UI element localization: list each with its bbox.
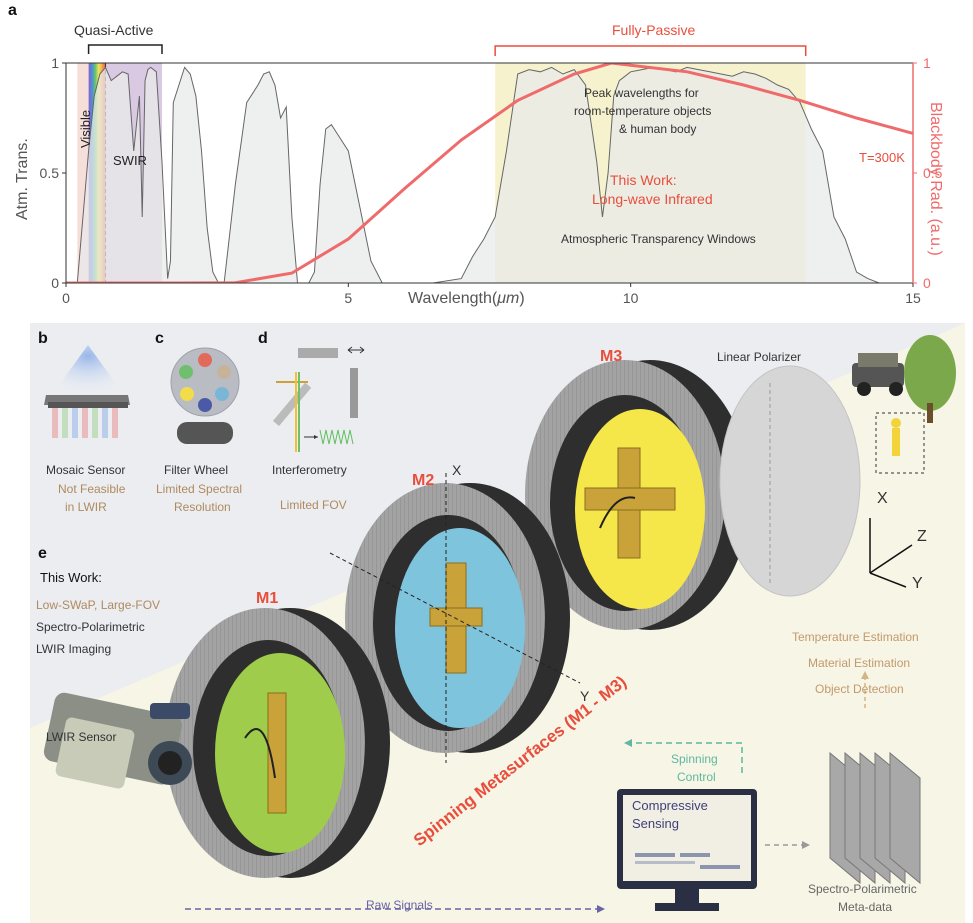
xyz-axes bbox=[869, 518, 913, 588]
x-tick-label: 10 bbox=[623, 290, 639, 306]
mosaic-sensor-note-line2: in LWIR bbox=[65, 500, 107, 514]
lwir-camera bbox=[43, 692, 192, 789]
panel-a-letter: a bbox=[8, 2, 17, 19]
axis-y-label: Y bbox=[912, 575, 923, 592]
axis-z-label: Z bbox=[917, 528, 927, 545]
m2-axis-x-label: X bbox=[452, 462, 462, 478]
this-work-heading: This Work: bbox=[40, 570, 102, 585]
this-work-feature1: Low-SWaP, Large-FOV bbox=[36, 598, 161, 612]
m2-label: M2 bbox=[412, 472, 435, 489]
spinning-control-line1: Spinning bbox=[671, 752, 718, 766]
uv-band bbox=[77, 63, 89, 283]
metadata-label-line2: Meta-data bbox=[838, 900, 893, 914]
this-work-line1: This Work: bbox=[610, 172, 677, 188]
x-tick-label: 15 bbox=[905, 290, 921, 306]
peak-wavelength-line1: Peak wavelengths for bbox=[584, 86, 699, 100]
lwir-sensor-label: LWIR Sensor bbox=[46, 730, 117, 744]
mosaic-sensor-note-line1: Not Feasible bbox=[58, 482, 126, 496]
panel-c-letter: c bbox=[155, 330, 164, 347]
y-axis-left-label: Atm. Trans. bbox=[14, 138, 31, 220]
y-left-tick-label: 0.5 bbox=[40, 165, 60, 181]
spinning-control-line2: Control bbox=[677, 770, 716, 784]
filter-wheel-illustration bbox=[170, 347, 240, 444]
material-estimation-label: Material Estimation bbox=[808, 656, 911, 670]
swir-band-label: SWIR bbox=[113, 153, 147, 168]
fully-passive-bracket bbox=[494, 45, 807, 56]
linear-polarizer-label: Linear Polarizer bbox=[717, 350, 802, 364]
y-right-tick-label: 1 bbox=[923, 55, 931, 71]
metadata-label-line1: Spectro-Polarimetric bbox=[808, 882, 917, 896]
panel-b-letter: b bbox=[38, 330, 48, 347]
y-right-tick-label: 0 bbox=[923, 275, 931, 291]
axis-x-label: X bbox=[877, 490, 888, 507]
transmission-line bbox=[76, 66, 913, 283]
m3-label: M3 bbox=[600, 348, 623, 365]
x-axis-label-unit: μm bbox=[497, 290, 520, 307]
x-tick-label: 0 bbox=[62, 290, 70, 306]
interferometry-illustration bbox=[272, 346, 365, 452]
mosaic-sensor-title: Mosaic Sensor bbox=[46, 463, 126, 477]
peak-wavelength-line3: & human body bbox=[619, 122, 697, 136]
filter-wheel-title: Filter Wheel bbox=[164, 463, 229, 477]
y-right-tick-label: 0.5 bbox=[923, 165, 943, 181]
y-left-tick-label: 1 bbox=[51, 55, 59, 71]
panel-d-letter: d bbox=[258, 330, 268, 347]
interferometry-note: Limited FOV bbox=[280, 498, 347, 512]
this-work-feature2: Spectro-Polarimetric bbox=[36, 620, 145, 634]
metasurface-m1 bbox=[165, 608, 390, 878]
metadata-stack bbox=[829, 751, 921, 885]
transmission-area bbox=[77, 67, 913, 283]
compressive-sensing-line2: Sensing bbox=[632, 816, 679, 831]
object-detection-label: Object Detection bbox=[815, 682, 904, 696]
transparency-windows-label: Atmospheric Transparency Windows bbox=[561, 232, 756, 246]
peak-wavelength-line2: room-temperature objects bbox=[574, 104, 712, 118]
visible-band-label: Visible bbox=[78, 109, 93, 148]
x-tick-label: 5 bbox=[344, 290, 352, 306]
compressive-sensing-monitor bbox=[617, 789, 757, 911]
x-axis-label-prefix: Wavelength( bbox=[408, 290, 498, 307]
x-axis-label-suffix: ) bbox=[519, 290, 525, 307]
metasurfaces-illustration bbox=[43, 335, 956, 913]
metasurface-m2 bbox=[329, 473, 581, 763]
spinning-control-arrow bbox=[630, 742, 743, 773]
temperature-estimation-label: Temperature Estimation bbox=[792, 630, 919, 644]
mosaic-sensor-illustration bbox=[44, 345, 130, 438]
y-axis-right-label: Blackbody Rad. (a.u.) bbox=[927, 102, 944, 256]
filter-wheel-note-line2: Resolution bbox=[174, 500, 231, 514]
m2-axis-y-label: Y bbox=[580, 688, 590, 704]
m1-label: M1 bbox=[256, 590, 279, 607]
quasi-active-bracket bbox=[87, 44, 163, 54]
panel-e-letter: e bbox=[38, 545, 47, 562]
linear-polarizer bbox=[719, 365, 861, 597]
this-work-line2: Long-wave Infrared bbox=[592, 191, 713, 207]
filter-wheel-note-line1: Limited Spectral bbox=[156, 482, 243, 496]
scene-objects bbox=[852, 335, 956, 474]
x-axis-label: Wavelength(μm) bbox=[408, 290, 525, 308]
this-work-feature3: LWIR Imaging bbox=[36, 642, 112, 656]
raw-signals-label: Raw Signals bbox=[366, 898, 433, 912]
quasi-active-label: Quasi-Active bbox=[74, 22, 154, 38]
y-left-tick-label: 0 bbox=[51, 275, 59, 291]
fully-passive-label: Fully-Passive bbox=[612, 22, 696, 38]
temperature-label: T=300K bbox=[859, 150, 905, 165]
interferometry-title: Interferometry bbox=[272, 463, 347, 477]
metasurface-m3 bbox=[525, 360, 750, 630]
compressive-sensing-line1: Compressive bbox=[632, 798, 708, 813]
